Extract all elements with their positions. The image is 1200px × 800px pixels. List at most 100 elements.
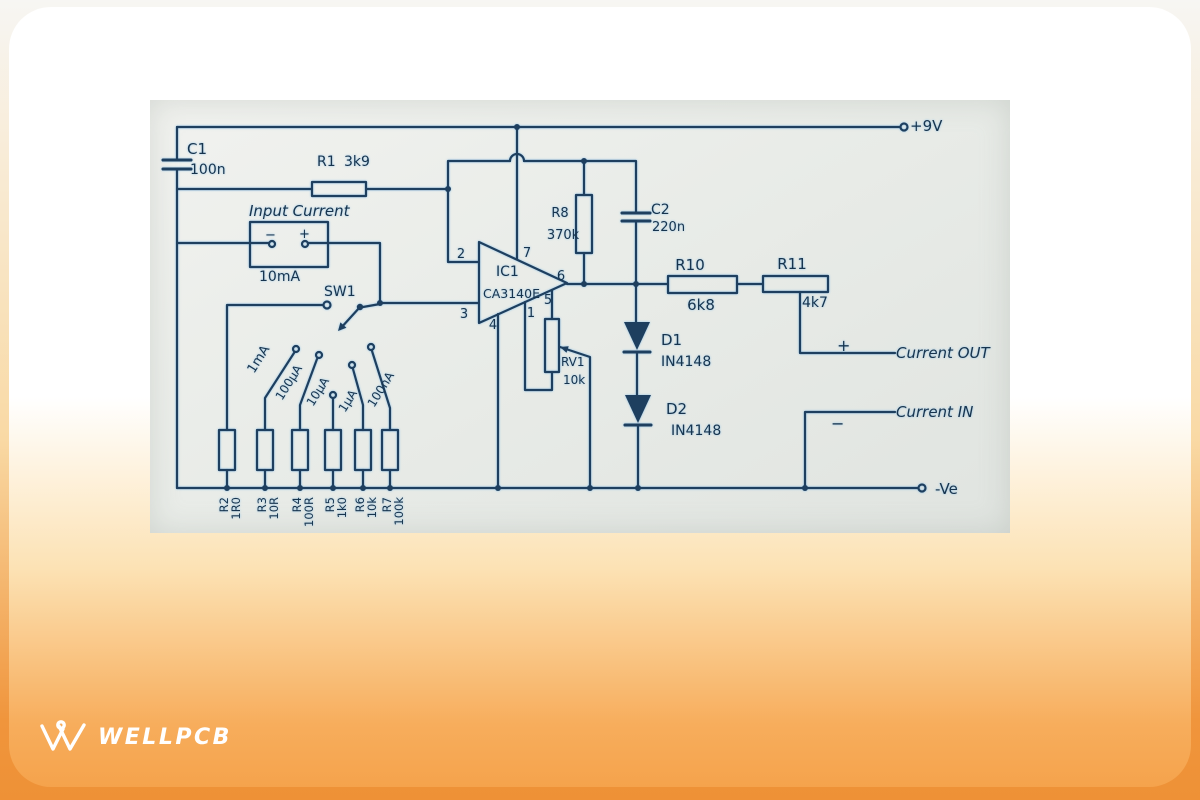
switch-contact-r3 xyxy=(291,344,301,354)
range-1uA: 1µA xyxy=(336,387,361,415)
d2-diode-icon xyxy=(625,395,651,423)
r4-body xyxy=(290,428,310,472)
pin7-label: 7 xyxy=(523,246,531,261)
range-10uA: 10µA xyxy=(304,374,333,408)
switch-wiper-arrowhead xyxy=(338,322,347,331)
meter-range: 10mA xyxy=(259,269,300,285)
r4-value: 100R xyxy=(302,497,316,527)
pin2-label: 2 xyxy=(457,247,465,262)
vplus-terminal xyxy=(899,122,909,132)
switch-pole-link xyxy=(361,302,382,309)
vminus-label: -Ve xyxy=(935,480,958,498)
schematic-photo: +9V -Ve Current OUT + Current IN − C1 10… xyxy=(150,100,1010,533)
c1-plates xyxy=(161,158,193,171)
meter-minus-sign: − xyxy=(265,228,276,243)
meter-plus-wire xyxy=(306,241,382,305)
r3-name: R3 xyxy=(255,497,269,512)
opamp-triangle xyxy=(477,240,569,325)
r3-value: 10R xyxy=(267,497,281,520)
r10-name: R10 xyxy=(675,256,705,274)
r2-value: 1R0 xyxy=(229,497,243,520)
current-out-wire xyxy=(798,290,897,355)
wires xyxy=(161,125,920,490)
r1-name: R1 xyxy=(317,154,336,170)
c2-value: 220n xyxy=(652,220,685,235)
junction-dot xyxy=(495,485,501,491)
meter-plus-sign: + xyxy=(299,227,310,242)
junction-dot xyxy=(224,485,230,491)
ic1-part: CA3140E xyxy=(483,286,540,301)
current-in-wire xyxy=(803,410,897,490)
labels: +9V -Ve Current OUT + Current IN − C1 10… xyxy=(187,117,991,527)
r6-value: 10k xyxy=(365,497,379,519)
pin6-label: 6 xyxy=(557,269,565,284)
junction-dot xyxy=(633,281,639,287)
junction-dot xyxy=(262,485,268,491)
switch-contact-r7 xyxy=(366,342,376,352)
offset-null-wires xyxy=(523,288,554,392)
d1-diode-icon xyxy=(624,322,650,350)
d1-name: D1 xyxy=(661,331,682,349)
range-100nA: 100nA xyxy=(365,369,398,410)
pin3-label: 3 xyxy=(460,307,468,322)
junction-dot xyxy=(581,281,587,287)
r11-body xyxy=(761,274,830,294)
junction-dot xyxy=(514,124,520,130)
range-contact-leads xyxy=(263,349,392,432)
vminus-terminal xyxy=(917,483,927,493)
c2-plates xyxy=(620,211,652,223)
wellpcb-logo-text: WELLPCB xyxy=(98,724,232,750)
r2-body xyxy=(217,428,237,472)
meter-body xyxy=(248,220,330,269)
r8-value: 370k xyxy=(547,228,580,243)
switch-contact-r2 xyxy=(322,300,332,310)
meter-plus-terminal xyxy=(300,239,310,249)
r7-body xyxy=(380,428,400,472)
junction-dot xyxy=(387,485,393,491)
r10-body xyxy=(666,274,739,295)
junction-dot xyxy=(635,485,641,491)
r11-value: 4k7 xyxy=(802,295,828,311)
pin1-label: 1 xyxy=(527,306,535,321)
c2-name: C2 xyxy=(651,202,670,218)
component-bodies xyxy=(217,122,927,493)
r5-body xyxy=(323,428,343,472)
r11-name: R11 xyxy=(777,255,807,273)
rv1-value: 10k xyxy=(563,373,585,387)
junction-dot xyxy=(581,158,587,164)
r2-name: R2 xyxy=(217,497,231,512)
junction-dot xyxy=(377,300,383,306)
r4-name: R4 xyxy=(290,497,304,512)
r3-body xyxy=(255,428,275,472)
range-100uA: 100µA xyxy=(273,362,306,403)
switch-contact-r6 xyxy=(347,360,357,370)
r1-body xyxy=(310,180,368,198)
feedback-top-wire xyxy=(522,159,638,215)
junction-dot xyxy=(445,186,451,192)
r5-name: R5 xyxy=(323,497,337,512)
rv1-body xyxy=(543,317,561,374)
wellpcb-logo[interactable]: WELLPCB xyxy=(38,718,232,756)
c1-name: C1 xyxy=(187,140,207,158)
r1-value: 3k9 xyxy=(344,154,370,170)
junction-dot xyxy=(802,485,808,491)
d2-part: IN4148 xyxy=(671,423,721,439)
diode-cathode-bars xyxy=(622,350,653,427)
wellpcb-logo-icon xyxy=(40,720,86,751)
c1-value: 100n xyxy=(190,162,226,178)
junction-dot xyxy=(330,485,336,491)
junction-dot xyxy=(297,485,303,491)
ic1-name: IC1 xyxy=(496,264,519,280)
rv1-wiper-wire xyxy=(558,345,592,490)
rv1-wiper-arrowhead xyxy=(560,346,569,353)
r7-value: 100k xyxy=(392,497,406,526)
range-1mA: 1mA xyxy=(245,343,274,376)
junction-dot xyxy=(587,485,593,491)
current-out-label: Current OUT xyxy=(896,344,991,362)
filled-symbols xyxy=(224,124,808,491)
r5-value: 1k0 xyxy=(335,497,349,518)
r8-body xyxy=(574,193,594,255)
junction-dot xyxy=(360,485,366,491)
r6-body xyxy=(353,428,373,472)
switch-contact-r4 xyxy=(314,350,324,360)
